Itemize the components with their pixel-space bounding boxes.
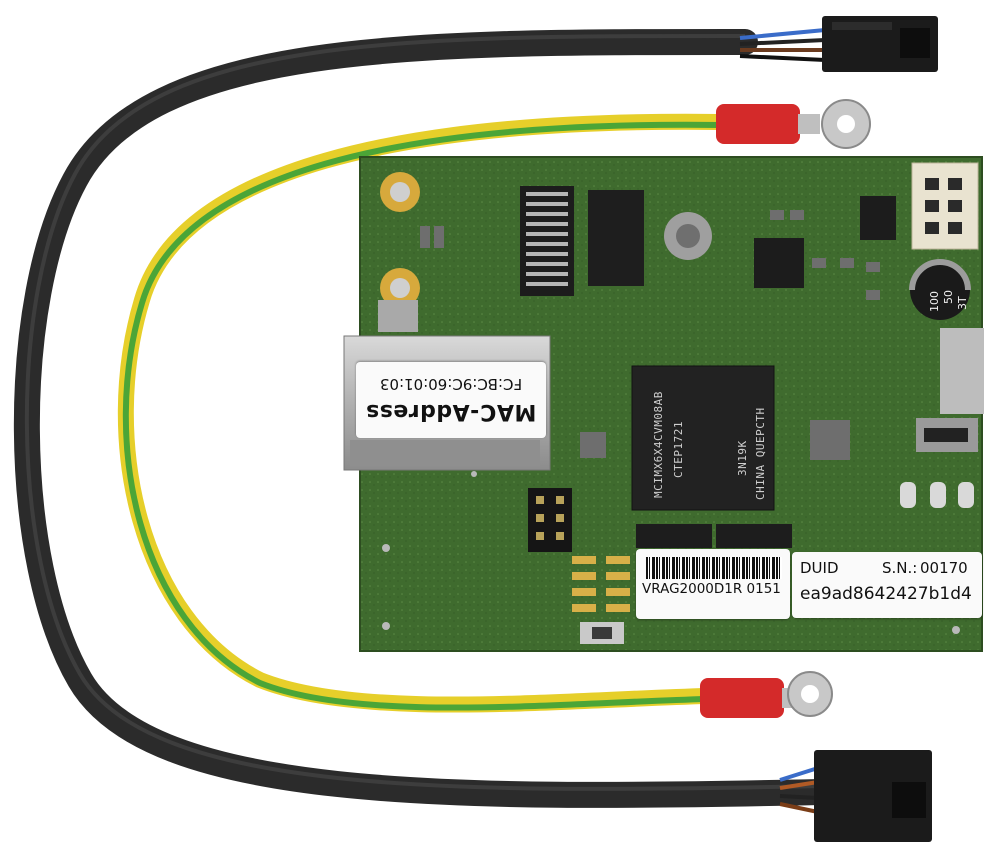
processor-marking-3: 3N19K [736,440,749,476]
processor-marking-4: CHINA QUEPCTH [754,407,767,500]
capacitor-marking-2: 50 [942,290,955,304]
duid-label: DUID S.N.: 00170 ea9ad8642427b1d4 [792,552,982,618]
sn-value: 00170 [920,559,968,577]
barcode [646,557,782,579]
upper-ring-terminal [716,99,871,149]
capacitor-marking-1: 100 [928,291,941,312]
mac-address-label: MAC-Address FC:BC:9C:60:01:03 [356,362,546,438]
serial-barcode-label: VRAG2000D1R 0151 [636,549,790,619]
duid-value: ea9ad8642427b1d4 [800,584,972,604]
lower-ring-terminal [700,671,833,718]
duid-title: DUID [800,559,839,577]
mac-address-title: MAC-Address [365,399,537,425]
serial-number-text: VRAG2000D1R 0151 [642,581,781,597]
mac-address-value: FC:BC:9C:60:01:03 [379,375,523,394]
processor-marking-2: CTEP1721 [672,421,685,478]
sn-label: S.N.: [882,559,918,577]
bottom-connector [779,750,932,842]
processor-marking-1: MCIMX6X4CVM08AB [652,391,665,498]
capacitor-marking-3: 3T [956,296,969,310]
top-connector [739,16,938,72]
